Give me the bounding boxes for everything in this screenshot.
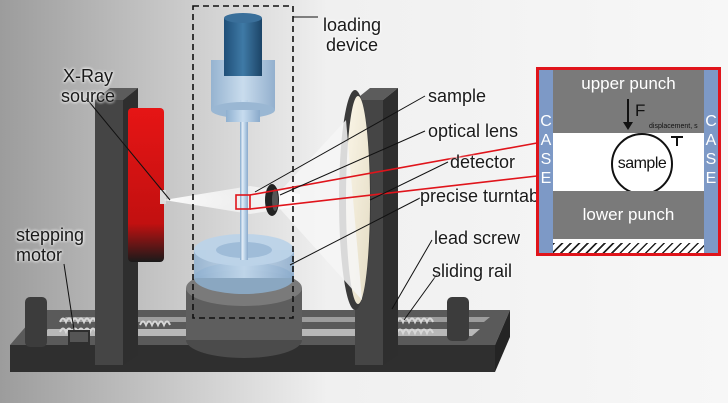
end-block-left <box>25 297 47 347</box>
label-loading-device: loading device <box>322 15 382 55</box>
force-label: F <box>635 101 646 120</box>
xray-source <box>128 108 164 262</box>
case-left: CASE <box>539 70 553 253</box>
inset-link-bottom <box>249 175 538 210</box>
ground-hatch <box>553 243 704 253</box>
left-pillar <box>95 100 123 365</box>
label-sample: sample <box>428 86 487 106</box>
loading-cylinder <box>224 18 262 76</box>
lower-punch-label: lower punch <box>582 205 675 224</box>
loading-device-frame <box>192 5 294 319</box>
label-optical-lens: optical lens <box>428 121 519 141</box>
force-arrow-icon <box>623 122 633 130</box>
case-right: CASE <box>704 70 718 253</box>
loading-rod <box>240 100 248 260</box>
xray-beam <box>164 186 250 214</box>
label-lead-screw: lead screw <box>434 228 521 248</box>
force-arrow-shaft <box>627 99 629 125</box>
label-precise-turntable: precise turntable <box>420 186 554 206</box>
lower-punch: lower punch <box>553 191 704 239</box>
displacement-arrow-icon <box>676 136 678 146</box>
detector-cone <box>272 120 362 300</box>
right-pillar-top <box>355 88 398 100</box>
label-xray-source: X-Ray source <box>60 66 116 106</box>
punch-detail-inset: CASE CASE upper punch F displacement, s … <box>536 67 721 256</box>
inset-link-top <box>249 142 538 196</box>
label-stepping-motor: stepping motor <box>16 225 85 265</box>
upper-punch-label: upper punch <box>581 74 676 93</box>
end-block-right <box>447 297 469 341</box>
sample-circle: sample <box>611 133 673 195</box>
displacement-label: displacement, s <box>649 123 698 130</box>
sample-marker <box>235 194 251 210</box>
left-pillar-top <box>95 88 138 100</box>
sample-circle-label: sample <box>617 155 667 172</box>
leader-lines <box>63 16 449 331</box>
label-sliding-rail: sliding rail <box>432 261 513 281</box>
label-detector: detector <box>450 152 516 172</box>
